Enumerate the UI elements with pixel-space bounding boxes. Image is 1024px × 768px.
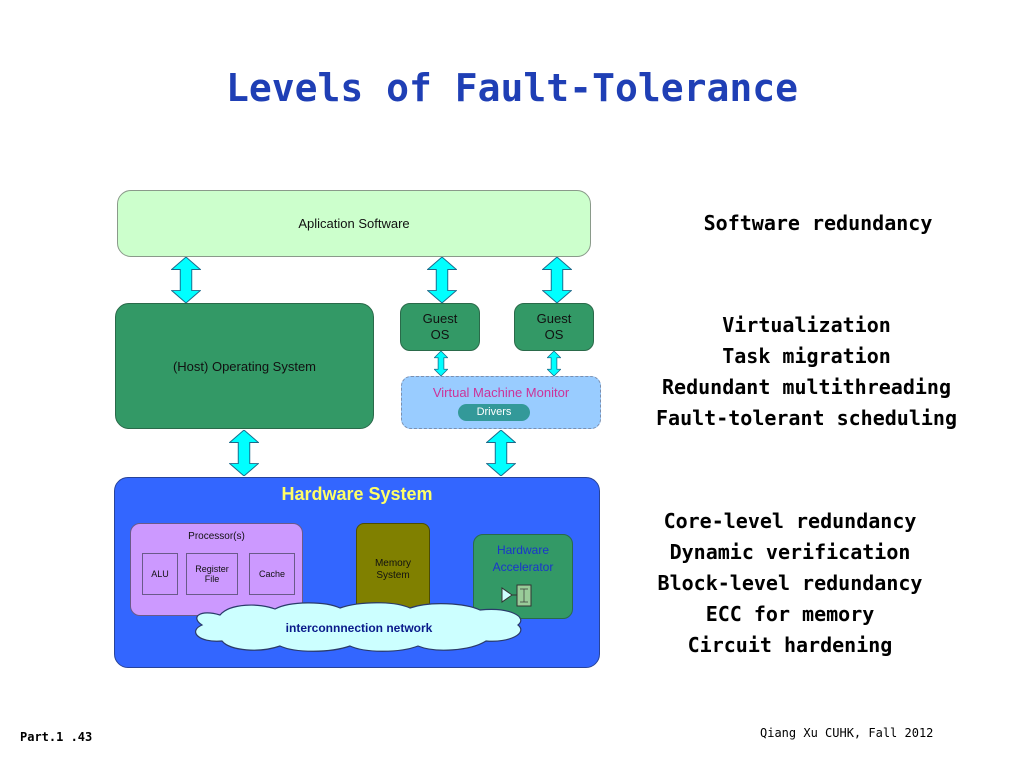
processor-label: Processor(s) — [188, 531, 245, 542]
host-os-box: (Host) Operating System — [115, 303, 374, 429]
system-level-list: Virtualization Task migration Redundant … — [640, 310, 973, 434]
arrow-app-guest2 — [542, 257, 572, 303]
memory-system-label: Memory System — [374, 558, 412, 581]
slide-credit: Qiang Xu CUHK, Fall 2012 — [760, 726, 934, 740]
guest-os-box: Guest OS — [400, 303, 480, 351]
circuit-icon — [501, 584, 532, 607]
level-item: Task migration — [722, 344, 891, 368]
hardware-accelerator-box: Hardware Accelerator — [473, 534, 573, 619]
software-level-list: Software redundancy — [640, 208, 996, 239]
application-software-box: Aplication Software — [117, 190, 591, 257]
cache-label: Cache — [258, 569, 285, 579]
slide-title: Levels of Fault-Tolerance — [226, 66, 798, 110]
arrow-app-hostos — [171, 257, 201, 303]
interconnection-network-cloud — [195, 602, 522, 652]
arrow-guest2-vmm — [547, 351, 561, 376]
arrow-vmm-hw — [486, 430, 516, 476]
alu-box: ALU — [142, 553, 178, 595]
level-item: Virtualization — [722, 313, 891, 337]
alu-label: ALU — [151, 569, 169, 579]
level-item: Software redundancy — [703, 211, 933, 235]
guest-os-label: Guest OS — [536, 311, 572, 342]
register-file-label: Register File — [195, 564, 229, 584]
level-item: Circuit hardening — [687, 633, 893, 657]
cache-box: Cache — [249, 553, 295, 595]
interconnection-network-label: interconnnection network — [285, 621, 433, 635]
guest-os-box: Guest OS — [514, 303, 594, 351]
level-item: Block-level redundancy — [657, 571, 923, 595]
arrow-hostos-hw — [229, 430, 259, 476]
memory-system-box: Memory System — [356, 523, 430, 618]
level-item: Fault-tolerant scheduling — [655, 406, 958, 430]
hardware-accelerator-label: Hardware Accelerator — [492, 543, 554, 574]
register-file-box: Register File — [186, 553, 238, 595]
hardware-level-list: Core-level redundancy Dynamic verificati… — [610, 506, 970, 661]
arrow-app-guest1 — [427, 257, 457, 303]
hardware-system-label: Hardware System — [281, 484, 433, 504]
vmm-label: Virtual Machine Monitor — [432, 385, 570, 400]
level-item: ECC for memory — [705, 602, 875, 626]
guest-os-label: Guest OS — [422, 311, 458, 342]
slide-number: Part.1 .43 — [20, 730, 93, 744]
level-item: Dynamic verification — [669, 540, 911, 564]
host-os-label: (Host) Operating System — [172, 358, 317, 374]
level-item: Core-level redundancy — [663, 509, 917, 533]
drivers-pill: Drivers — [458, 404, 530, 421]
application-software-label: Aplication Software — [298, 216, 410, 231]
level-item: Redundant multithreading — [662, 375, 951, 399]
arrow-guest1-vmm — [434, 351, 448, 376]
virtual-machine-monitor-box: Virtual Machine Monitor Drivers — [401, 376, 601, 429]
